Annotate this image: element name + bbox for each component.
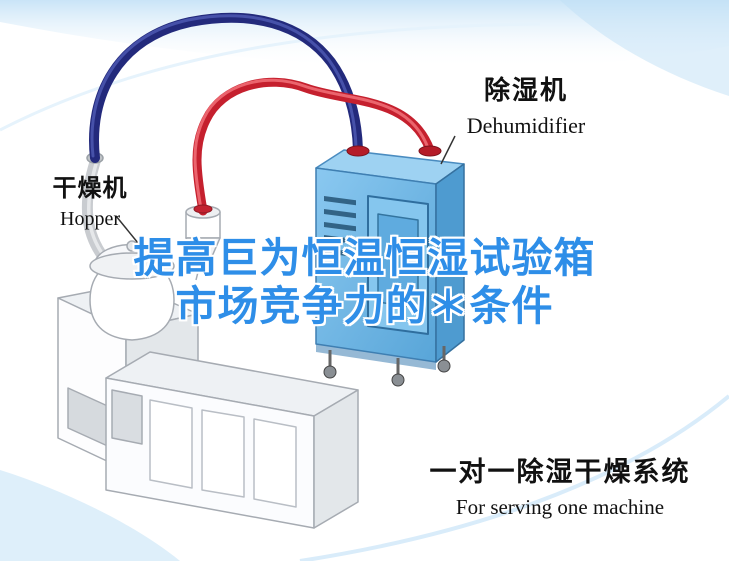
main-title: 提高巨为恒温恒湿试验箱 市场竞争力的＊条件 <box>0 234 729 330</box>
main-title-line2: 市场竞争力的＊条件 <box>175 283 554 329</box>
dehumidifier-drawing <box>315 149 465 387</box>
hopper-label: 干燥机 Hopper <box>40 168 140 231</box>
hopper-label-cn: 干燥机 <box>52 175 128 202</box>
dehumidifier-label: 除湿机 Dehumidifier <box>438 70 614 139</box>
system-caption: 一对一除湿干燥系统 For serving one machine <box>405 450 715 520</box>
system-caption-en: For serving one machine <box>455 495 665 519</box>
pipe-connectors <box>193 145 442 214</box>
dehumidifier-label-en: Dehumidifier <box>466 113 586 138</box>
label-leader-lines <box>115 135 456 244</box>
extruder-machine-drawing <box>57 152 359 529</box>
pipe-red <box>192 77 435 216</box>
dehumidifier-label-cn: 除湿机 <box>483 75 568 105</box>
system-caption-cn: 一对一除湿干燥系统 <box>429 457 691 487</box>
main-title-line1: 提高巨为恒温恒湿试验箱 <box>133 235 596 281</box>
pipe-navy <box>89 12 363 163</box>
hopper-label-en: Hopper <box>60 208 120 230</box>
